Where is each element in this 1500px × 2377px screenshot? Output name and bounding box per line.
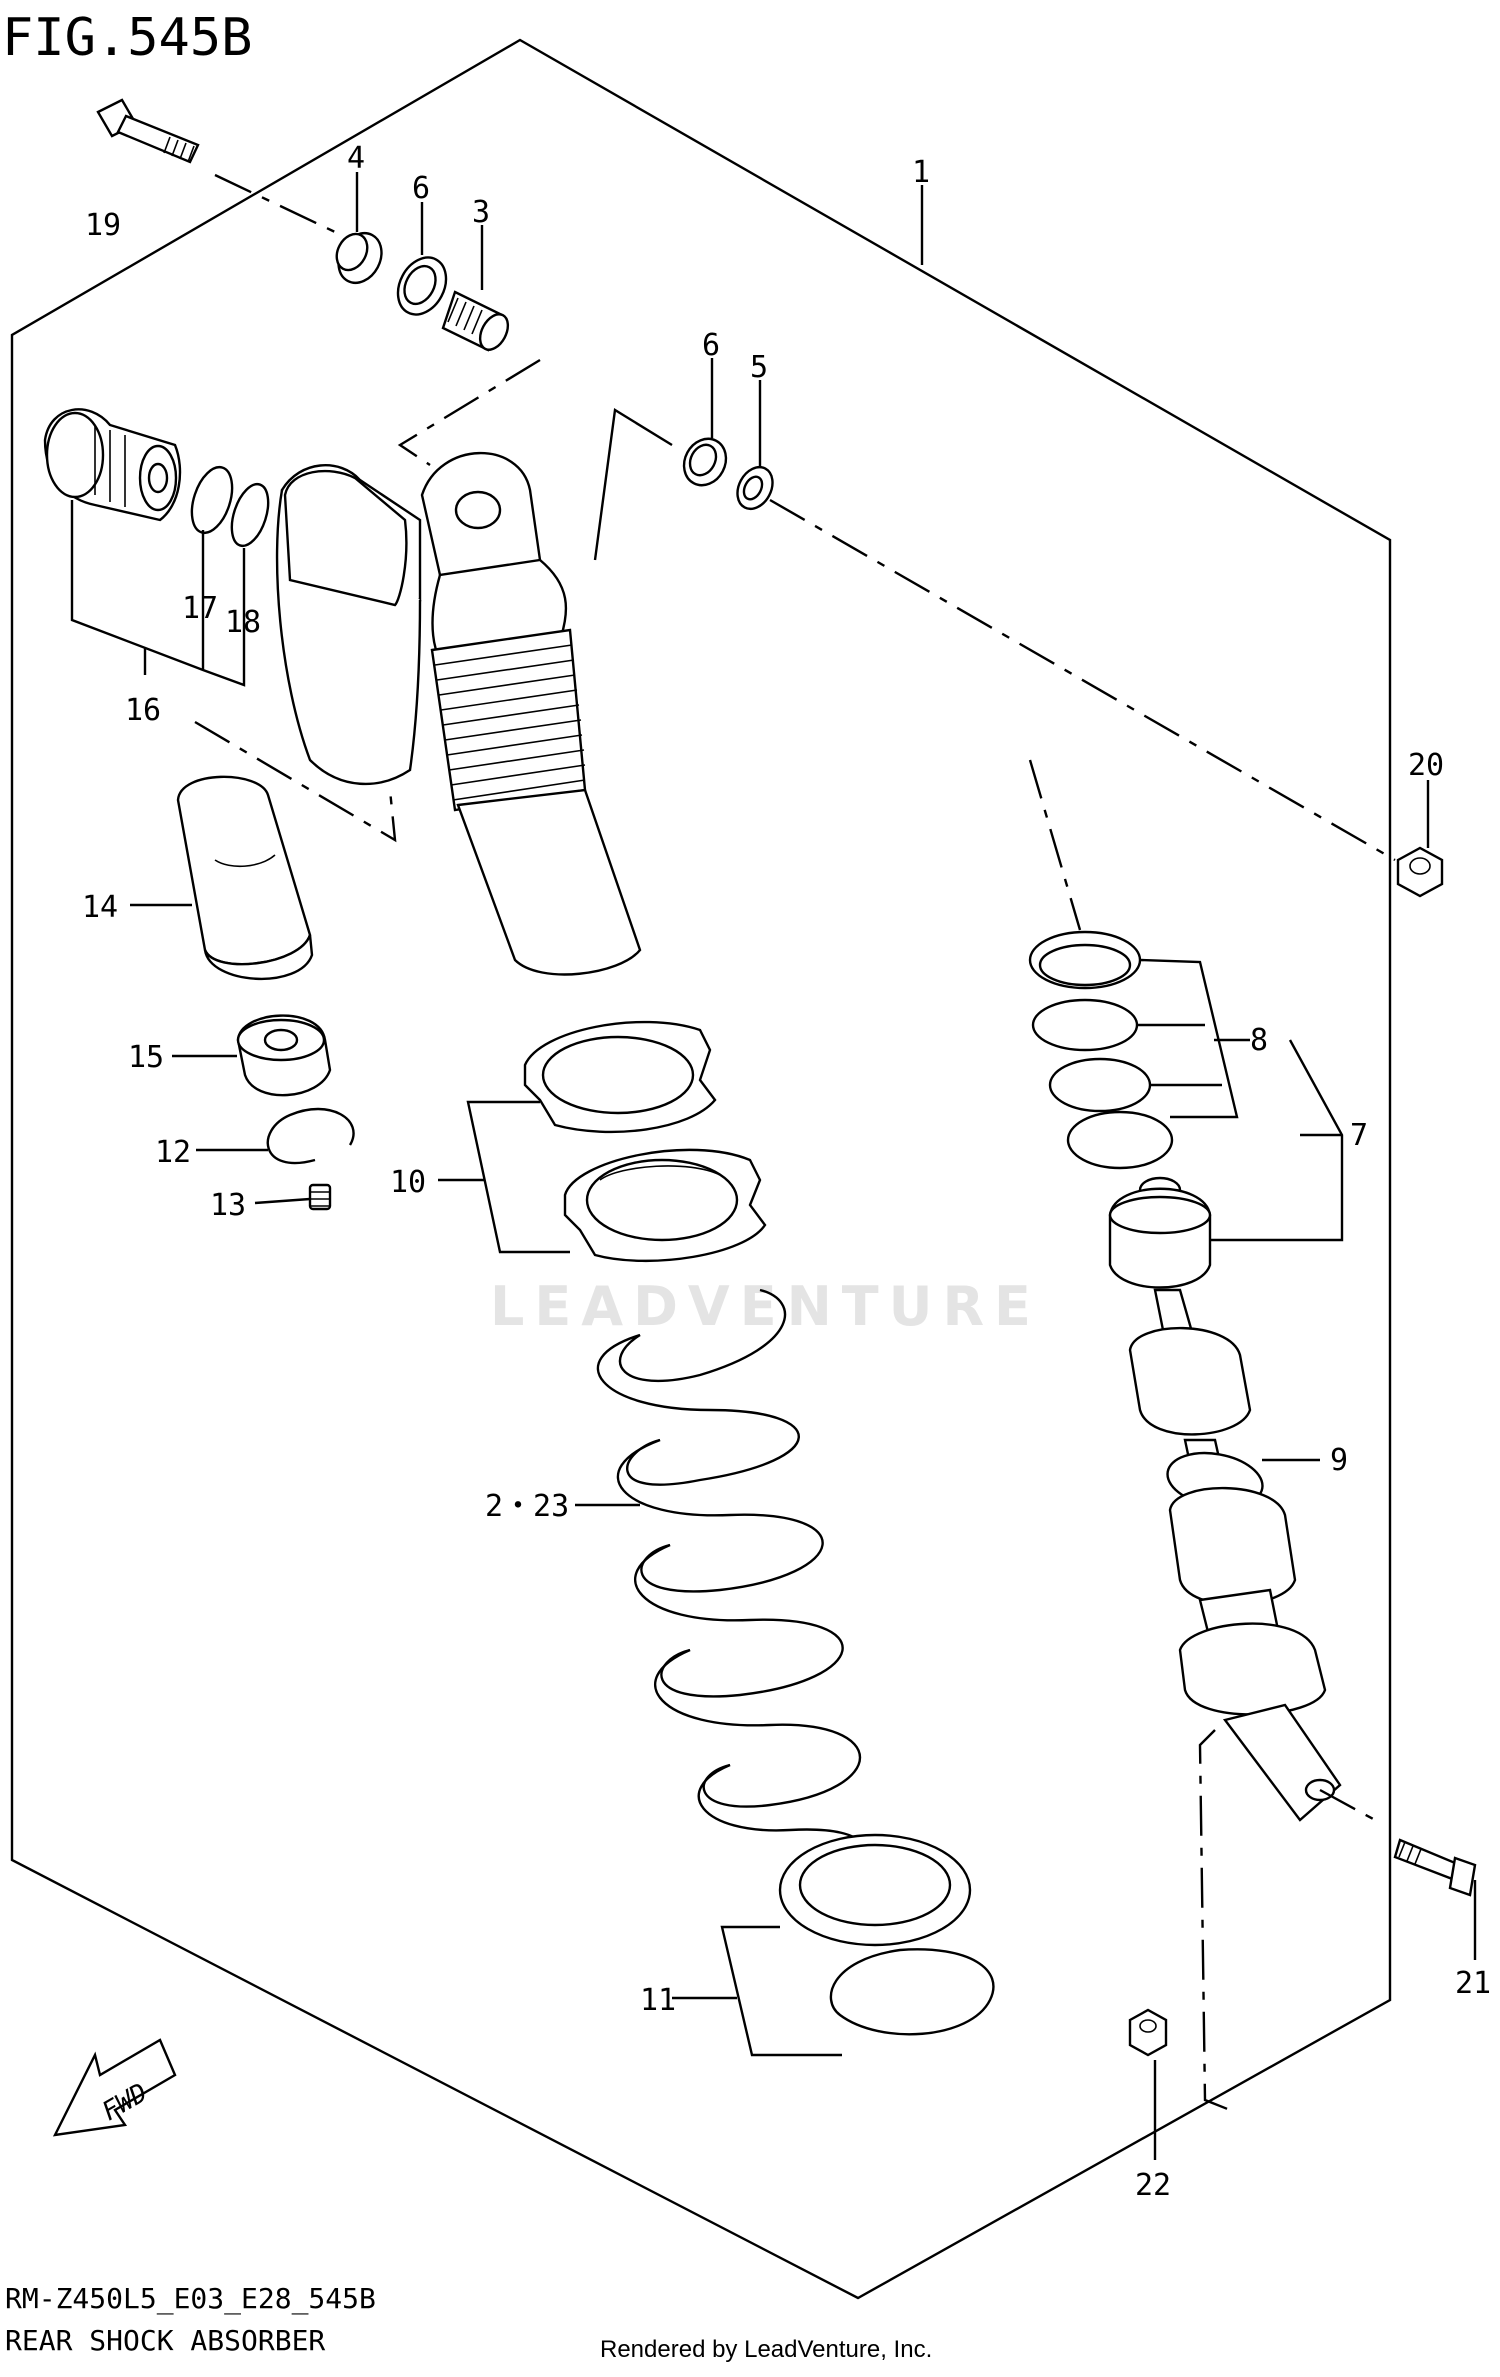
callout-8: 8: [1250, 1023, 1268, 1058]
render-credit: Rendered by LeadVenture, Inc.: [600, 2336, 932, 2363]
callout-13: 13: [210, 1188, 246, 1223]
part-19-bolt: [96, 98, 336, 234]
figure-title: FIG.545B: [2, 8, 252, 68]
part-8-bump-rubber-set: [1028, 930, 1174, 1170]
part-5-collar: [736, 465, 774, 511]
callout-20: 20: [1408, 748, 1444, 783]
fwd-arrow-icon: FWD: [52, 2038, 177, 2137]
part-10-spring-adjuster-lower: [563, 1148, 767, 1263]
callout-12: 12: [155, 1135, 191, 1170]
callout-6-lower: 6: [702, 328, 720, 363]
assembly-boundary: [10, 38, 1392, 2300]
part-22-nut: [1128, 2008, 1168, 2057]
leader-lines: [70, 172, 1477, 2160]
callout-22: 22: [1135, 2168, 1171, 2203]
part-16-reservoir-cap: [43, 408, 182, 522]
part-14-bladder: [176, 775, 314, 981]
part-7-damper-rod-assembly: [1108, 1176, 1252, 1537]
callout-6-top: 6: [412, 171, 430, 206]
callout-5: 5: [750, 350, 768, 385]
callout-14: 14: [82, 890, 118, 925]
callout-18: 18: [225, 605, 261, 640]
callout-19: 19: [85, 208, 121, 243]
part-10-spring-adjuster-upper: [523, 1020, 717, 1134]
callout-17: 17: [182, 591, 218, 626]
callout-2-23: 2・23: [485, 1489, 569, 1524]
callout-9: 9: [1330, 1443, 1348, 1478]
part-13-screw: [308, 1183, 332, 1211]
callout-3: 3: [472, 195, 490, 230]
callout-10: 10: [390, 1165, 426, 1200]
part-3-bearing: [441, 290, 510, 352]
part-12-circlip: [266, 1107, 355, 1165]
part-4-collar: [335, 231, 383, 285]
part-21-bolt: [1393, 1838, 1477, 1897]
reservoir-body: [283, 469, 408, 607]
part-2-23-spring: [596, 1288, 863, 1872]
callout-7: 7: [1350, 1118, 1368, 1153]
part-6-seal-lower: [682, 437, 728, 487]
callout-1: 1: [912, 155, 930, 190]
section-name: REAR SHOCK ABSORBER: [5, 2324, 325, 2357]
part-20-nut: [1396, 846, 1444, 898]
callout-15: 15: [128, 1040, 164, 1075]
lower-clevis: [1168, 1486, 1342, 1822]
part-18-o-ring: [230, 482, 270, 548]
callout-4: 4: [347, 141, 365, 176]
part-17-o-ring: [190, 465, 234, 535]
part-6-seal-top: [396, 256, 448, 316]
watermark: LEADVENTURE: [490, 1275, 1041, 1338]
callout-21: 21: [1455, 1966, 1491, 2001]
model-code: RM-Z450L5_E03_E28_545B: [5, 2282, 376, 2316]
part-15-reservoir-cap: [236, 1014, 332, 1097]
callout-16: 16: [125, 693, 161, 728]
callout-11: 11: [640, 1983, 676, 2018]
part-11-spring-seat: [778, 1833, 995, 2036]
